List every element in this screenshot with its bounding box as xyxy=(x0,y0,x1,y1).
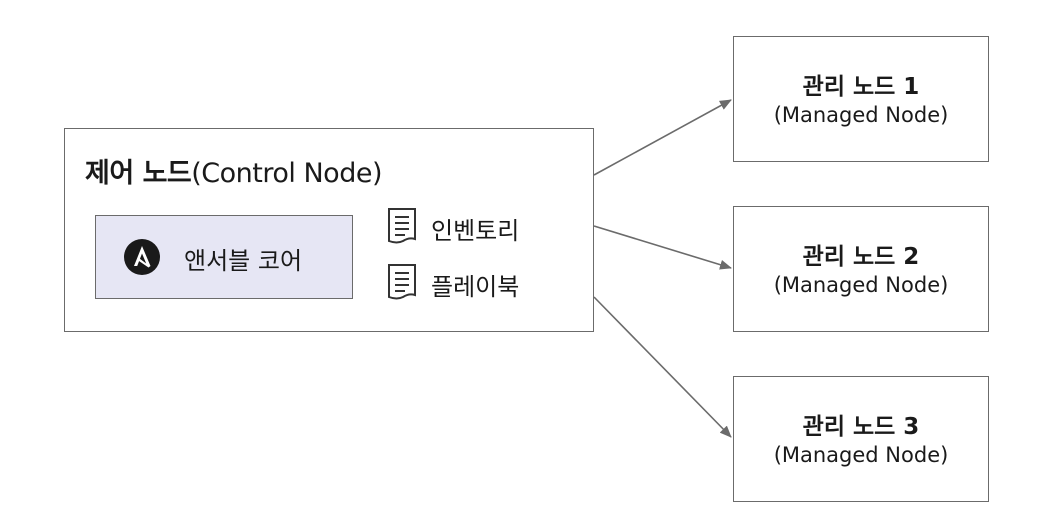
managed-node-2-subtitle: (Managed Node) xyxy=(773,273,949,297)
managed-node-3-title: 관리 노드 3 xyxy=(802,414,920,440)
playbook-label: 플레이북 xyxy=(431,273,520,301)
control-node-title: 제어 노드(Control Node) xyxy=(85,151,382,190)
managed-node-1-title: 관리 노드 1 xyxy=(802,74,920,100)
managed-node-1-box: 관리 노드 1 (Managed Node) xyxy=(733,36,989,162)
managed-node-2-box: 관리 노드 2 (Managed Node) xyxy=(733,206,989,332)
arrow-to-managed-node-1 xyxy=(593,99,732,176)
control-node-box: 제어 노드(Control Node) 앤서블 코어 인벤토리 xyxy=(64,128,594,332)
inventory-label: 인벤토리 xyxy=(431,217,520,245)
document-icon xyxy=(388,264,416,300)
playbook-item: 플레이북 xyxy=(387,263,567,303)
ansible-logo-icon xyxy=(124,239,160,275)
control-node-title-english: (Control Node) xyxy=(191,158,382,189)
ansible-core-box: 앤서블 코어 xyxy=(95,215,353,299)
document-icon xyxy=(388,208,416,244)
ansible-core-label: 앤서블 코어 xyxy=(184,247,303,275)
arrow-to-managed-node-2 xyxy=(593,225,732,270)
managed-node-3-subtitle: (Managed Node) xyxy=(773,443,949,467)
managed-node-2-title: 관리 노드 2 xyxy=(802,244,920,270)
managed-node-1-subtitle: (Managed Node) xyxy=(773,103,949,127)
inventory-item: 인벤토리 xyxy=(387,207,567,247)
managed-node-3-box: 관리 노드 3 (Managed Node) xyxy=(733,376,989,502)
control-node-title-korean: 제어 노드 xyxy=(85,158,192,189)
arrow-to-managed-node-3 xyxy=(593,296,732,438)
